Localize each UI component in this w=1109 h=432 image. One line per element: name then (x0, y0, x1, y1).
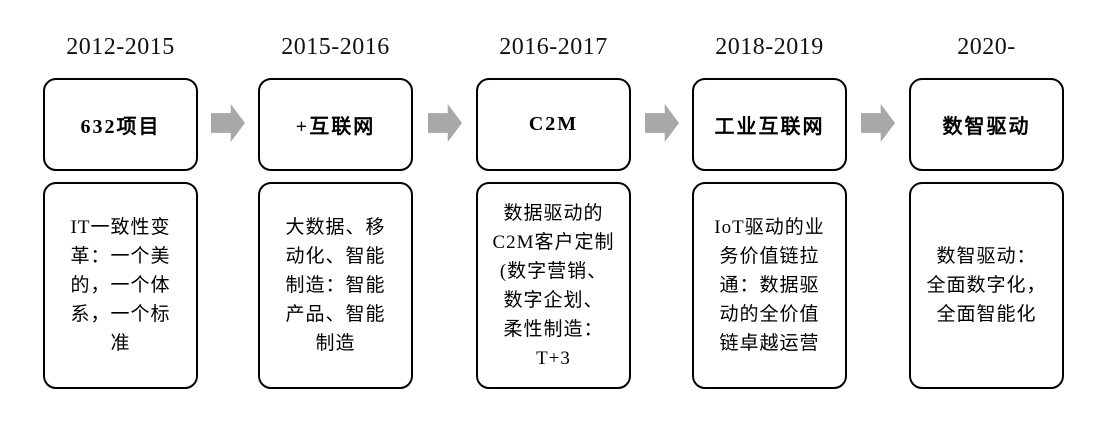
phase-title-box: 工业互联网 (692, 78, 847, 171)
phase-year-label: 2015-2016 (281, 34, 390, 60)
phase-year-label: 2012-2015 (66, 34, 175, 60)
phase-column-2018-2019: 2018-2019 工业互联网 IoT驱动的业 务价值链拉 通：数据驱 动的全价… (692, 0, 847, 432)
arrow-right-icon (645, 104, 679, 142)
phase-year-label: 2018-2019 (715, 34, 824, 60)
phase-year-label: 2020- (957, 34, 1016, 60)
phase-title-box: 632项目 (43, 78, 198, 171)
phase-title-box: C2M (476, 78, 631, 171)
phase-title-box: +互联网 (258, 78, 413, 171)
phase-title-box: 数智驱动 (909, 78, 1064, 171)
phase-description-box: IT一致性变 革：一个美 的，一个体 系，一个标 准 (43, 182, 198, 389)
phase-description-box: 大数据、移 动化、智能 制造：智能 产品、智能 制造 (258, 182, 413, 389)
arrow-right-icon (861, 104, 895, 142)
phase-description-box: 数据驱动的 C2M客户定制 (数字营销、 数字企划、 柔性制造： T+3 (476, 182, 631, 389)
phase-column-2020: 2020- 数智驱动 数智驱动： 全面数字化， 全面智能化 (909, 0, 1064, 432)
phase-description-box: IoT驱动的业 务价值链拉 通：数据驱 动的全价值 链卓越运营 (692, 182, 847, 389)
arrow-right-icon (211, 104, 245, 142)
phase-description-box: 数智驱动： 全面数字化， 全面智能化 (909, 182, 1064, 389)
phase-column-2015-2016: 2015-2016 +互联网 大数据、移 动化、智能 制造：智能 产品、智能 制… (258, 0, 413, 432)
phase-column-2012-2015: 2012-2015 632项目 IT一致性变 革：一个美 的，一个体 系，一个标… (43, 0, 198, 432)
phase-column-2016-2017: 2016-2017 C2M 数据驱动的 C2M客户定制 (数字营销、 数字企划、… (476, 0, 631, 432)
arrow-right-icon (428, 104, 462, 142)
phase-year-label: 2016-2017 (499, 34, 608, 60)
